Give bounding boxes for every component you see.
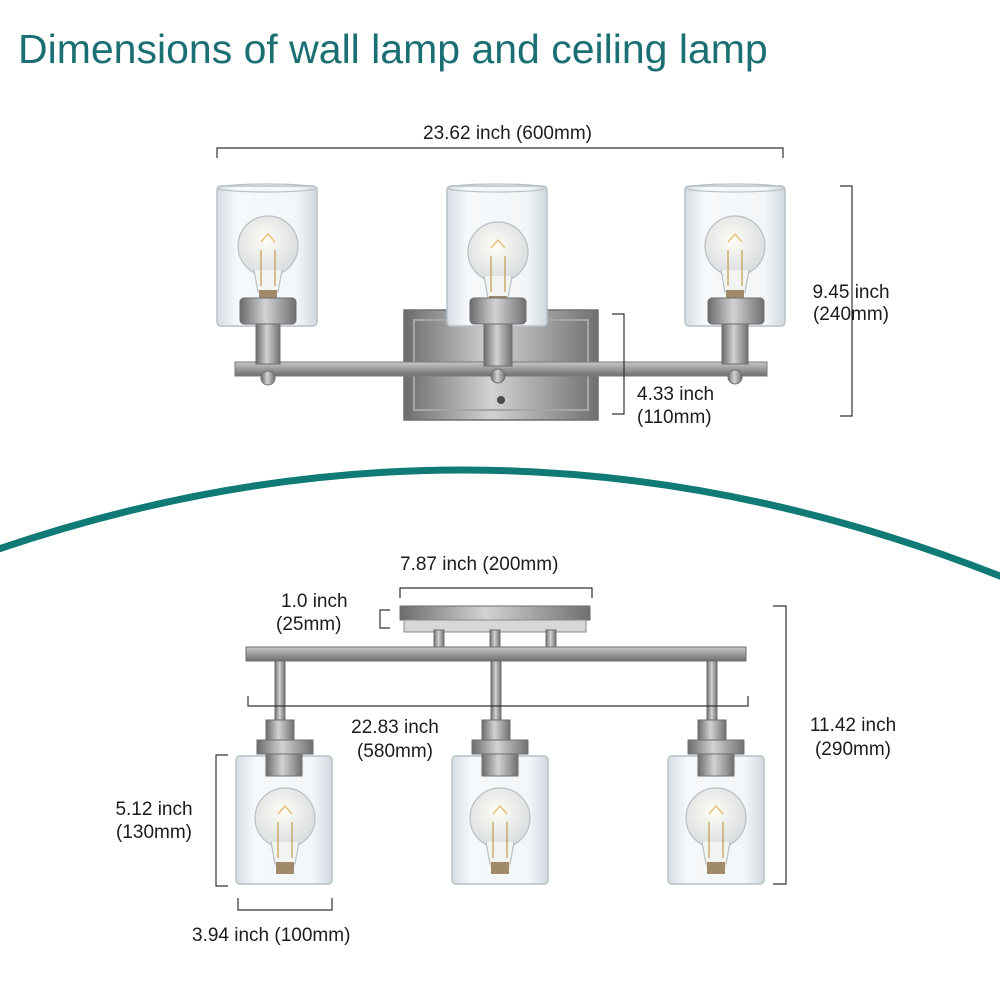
ceiling-lamp-right-light: [667, 660, 765, 885]
ceiling-lamp-canopy-depth-inch-label: 1.0 inch: [281, 591, 348, 612]
section-divider-arc: [0, 466, 1000, 580]
ceiling-lamp-left-light: [235, 660, 333, 885]
ceiling-lamp-canopy-depth-mm-label: (25mm): [276, 614, 342, 635]
ceiling-lamp-shade-height-inch-label: 5.12 inch: [115, 799, 193, 820]
wall-lamp-backplate-mm-label: (110mm): [637, 407, 712, 428]
wall-lamp-backplate-inch-label: 4.33 inch: [637, 384, 715, 405]
ceiling-lamp-shade-height-mm-label: (130mm): [115, 822, 192, 843]
ceiling-lamp-bar-width-inch-label: 22.83 inch: [351, 717, 439, 738]
ceiling-lamp-illustration: [235, 605, 765, 885]
ceiling-lamp-total-height-inch-label: 11.42 inch: [809, 715, 897, 736]
wall-lamp-left-light: [216, 183, 318, 386]
ceiling-lamp-bar-width-mm-label: (580mm): [356, 741, 433, 762]
wall-lamp-width-label: 23.62 inch (600mm): [423, 123, 592, 144]
wall-lamp-right-light: [684, 183, 786, 385]
wall-lamp-height-inch-label: 9.45 inch: [812, 282, 890, 303]
wall-lamp-height-mm-label: (240mm): [812, 304, 889, 325]
ceiling-lamp-shade-width-label: 3.94 inch (100mm): [192, 925, 351, 946]
ceiling-lamp-bar: [245, 646, 747, 662]
ceiling-lamp-canopy: [399, 605, 591, 621]
ceiling-lamp-total-height-mm-label: (290mm): [814, 739, 891, 760]
wall-lamp-illustration: [216, 183, 786, 421]
ceiling-lamp-dimension-lines: [215, 587, 787, 911]
ceiling-lamp-canopy-width-label: 7.87 inch (200mm): [400, 554, 559, 575]
wall-lamp-middle-light: [446, 183, 548, 384]
ceiling-lamp-middle-light: [451, 660, 549, 885]
page-title: Dimensions of wall lamp and ceiling lamp: [18, 26, 768, 72]
wall-lamp-dimension-lines: [216, 147, 853, 417]
